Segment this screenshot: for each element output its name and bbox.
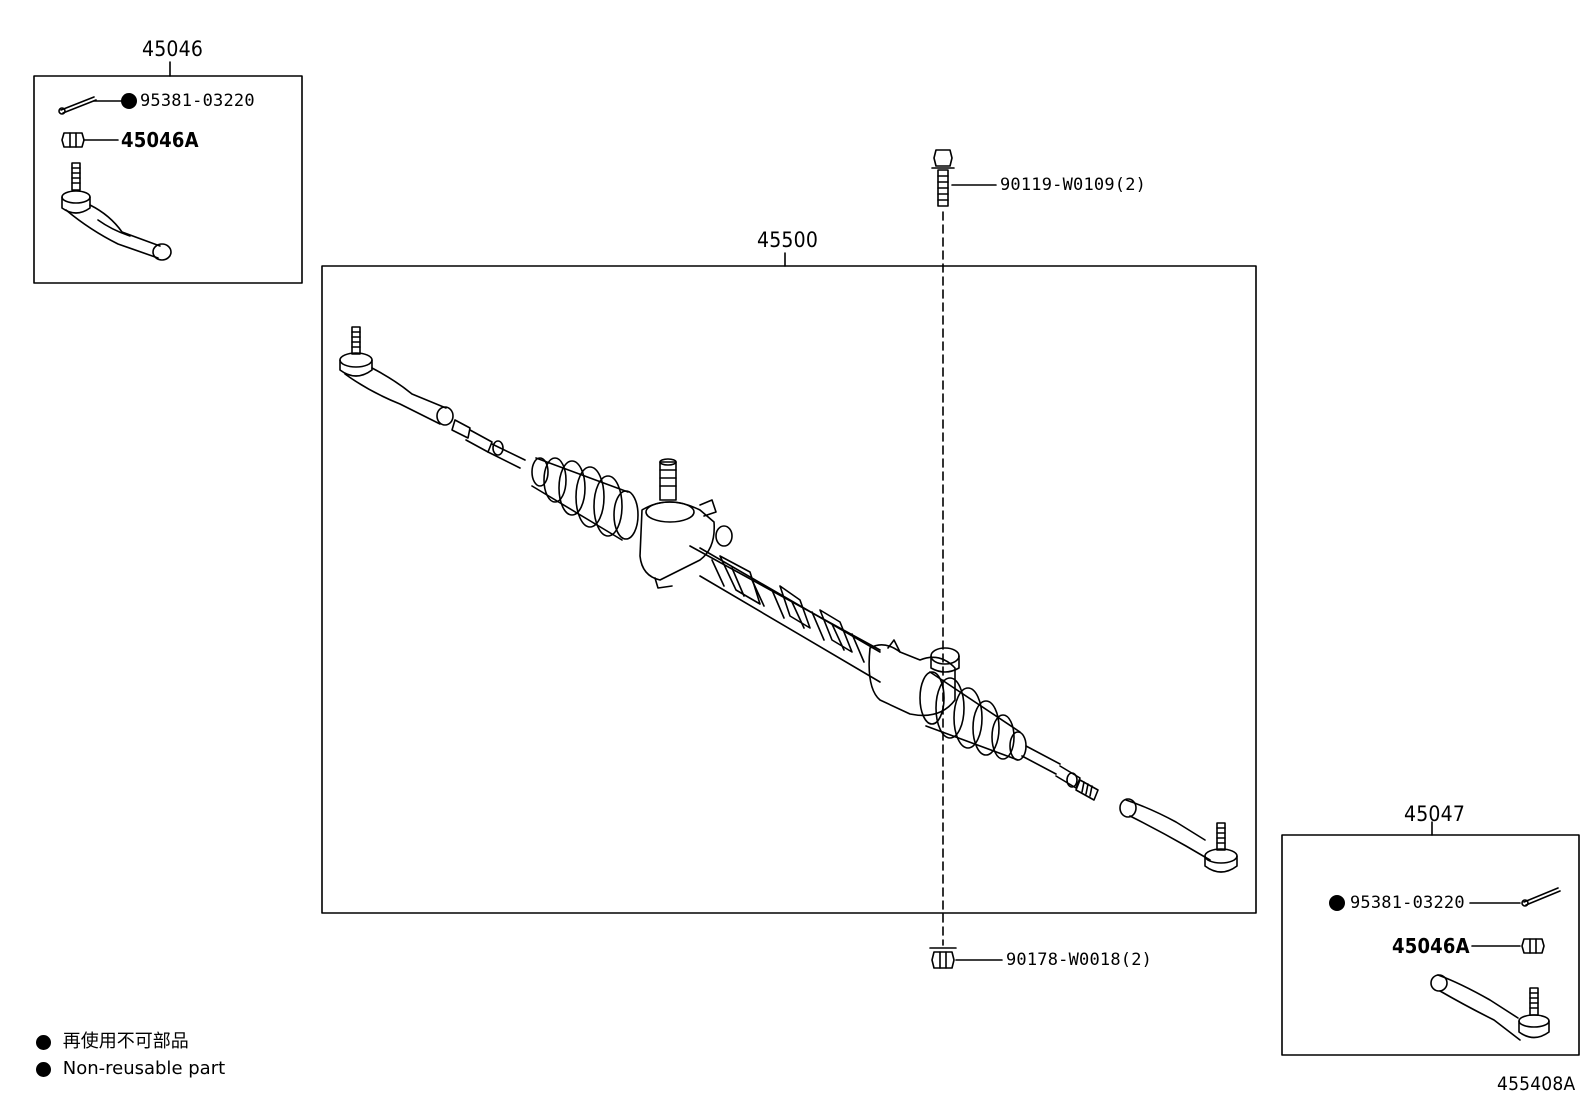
castle-nut-icon — [61, 132, 85, 148]
group-box-45500 — [321, 265, 1257, 914]
rack-tube-icon — [689, 545, 881, 683]
part-label-cotter-pin-right: 95381-03220 — [1350, 893, 1465, 913]
cotter-pin-right-icon — [1521, 887, 1561, 907]
pinion-housing-icon — [639, 458, 733, 589]
group-label-45500: 45500 — [757, 228, 819, 252]
group-box-45047 — [1281, 834, 1580, 1056]
legend-text: 再使用不可部品 — [62, 1031, 189, 1052]
legend-item-english: Non-reusable part — [36, 1060, 225, 1078]
non-reusable-marker-left — [121, 93, 137, 109]
legend-item-japanese: 再使用不可部品 — [36, 1033, 189, 1051]
part-label-bolt: 90119-W0109(2) — [1000, 175, 1147, 195]
tie-rod-end-right-icon — [1119, 798, 1238, 873]
rack-housing-right-icon — [868, 639, 960, 717]
group-box-45046 — [33, 75, 303, 284]
castle-nut-right-icon — [1521, 938, 1545, 954]
tie-rod-end-icon — [61, 162, 172, 261]
bellows-boot-right-icon — [919, 671, 1027, 761]
bellows-boot-left-icon — [531, 457, 639, 541]
cotter-pin-icon — [58, 96, 97, 115]
part-label-nut-left: 45046A — [121, 128, 199, 152]
non-reusable-marker-right — [1329, 895, 1345, 911]
tie-rod-end-right-group-icon — [1430, 974, 1550, 1041]
tie-rod-end-left-icon — [339, 326, 454, 426]
inner-tie-rod-right-icon — [1021, 745, 1099, 801]
part-label-nut-bottom: 90178-W0018(2) — [1006, 950, 1153, 970]
inner-tie-rod-left-icon — [451, 419, 526, 469]
flange-nut-icon — [929, 947, 957, 969]
part-label-nut-right: 45046A — [1392, 934, 1470, 958]
legend-text: Non-reusable part — [62, 1058, 226, 1079]
group-label-45047: 45047 — [1404, 802, 1466, 826]
flange-bolt-icon — [931, 149, 955, 207]
diagram-id: 455408A — [1497, 1073, 1576, 1095]
filled-circle-icon — [36, 1061, 51, 1077]
group-label-45046: 45046 — [142, 37, 204, 61]
part-label-cotter-pin-left: 95381-03220 — [140, 91, 255, 111]
filled-circle-icon — [36, 1034, 51, 1050]
